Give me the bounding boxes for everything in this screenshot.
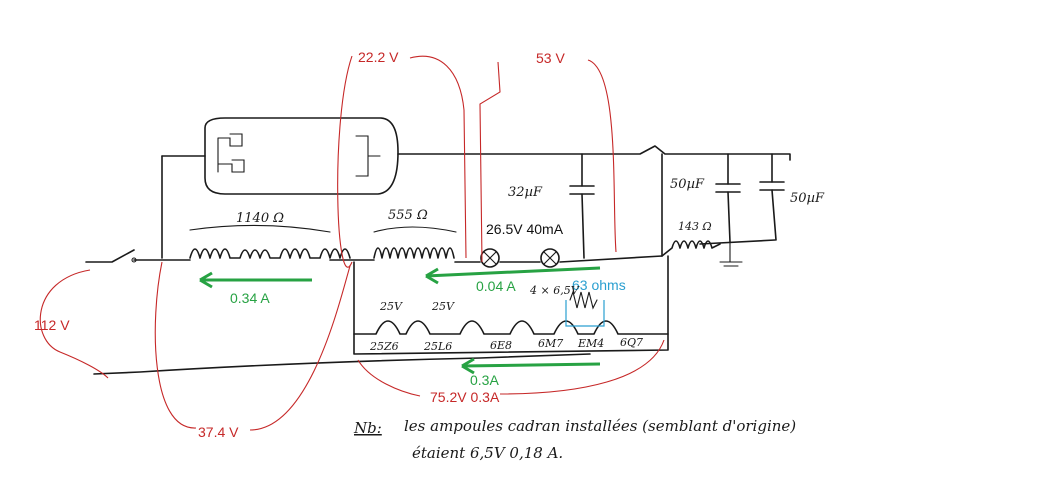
heater-string <box>353 255 669 355</box>
resistor-1140 <box>189 224 351 259</box>
tube-25l6: 25L6 <box>423 340 452 353</box>
top-supply-wire <box>161 145 791 259</box>
resistor-555 <box>373 226 457 259</box>
lamp-spec: 26.5V 40mA <box>486 221 564 237</box>
label-25v-b: 25V <box>431 300 455 313</box>
tube-6m7: 6M7 <box>538 337 563 350</box>
probe-loops <box>39 55 665 431</box>
capacitor-50uf-a <box>715 153 743 267</box>
switch[interactable] <box>85 249 137 263</box>
tube-25z6: 25Z6 <box>369 340 399 353</box>
voltage-75-2: 75.2V 0.3A <box>430 389 500 405</box>
bottom-return-wire <box>93 353 591 375</box>
label-1140-ohm: 1140 Ω <box>236 211 284 226</box>
capacitor-32uf <box>569 153 595 259</box>
voltage-112: 112 V <box>34 317 70 333</box>
current-0-34: 0.34 A <box>230 290 270 306</box>
label-143-ohm: 143 Ω <box>678 220 712 233</box>
ohms-label: 63 ohms <box>572 277 626 293</box>
resistor-143 <box>661 153 721 257</box>
voltage-53: 53 V <box>536 50 565 66</box>
label-25v-a: 25V <box>379 300 403 313</box>
main-horizontal-wire <box>133 239 776 263</box>
dial-lamp-2 <box>540 248 560 268</box>
capacitor-50uf-b <box>759 153 785 241</box>
voltage-37-4: 37.4 V <box>198 424 239 440</box>
note-line-2: étaient 6,5V 0,18 A. <box>412 444 563 462</box>
tube-em4: EM4 <box>577 337 604 350</box>
note-label: Nb: <box>353 419 382 437</box>
note-line-1: les ampoules cadran installées (semblant… <box>404 417 796 435</box>
label-4x-6-5v: 4 × 6,5V <box>529 284 580 297</box>
current-arrows <box>199 266 601 375</box>
label-555-ohm: 555 Ω <box>388 208 428 223</box>
current-0-3: 0.3A <box>470 372 499 388</box>
label-32uf: 32µF <box>508 185 543 200</box>
voltage-22-2: 22.2 V <box>358 49 399 65</box>
dial-lamp-1 <box>480 248 500 268</box>
tube-6q7: 6Q7 <box>620 336 643 349</box>
em4-highlight <box>565 300 605 327</box>
label-50uf-b: 50µF <box>790 191 825 206</box>
tube-6e8: 6E8 <box>490 339 512 352</box>
current-0-04: 0.04 A <box>476 278 516 294</box>
tube-envelope <box>204 117 399 195</box>
label-50uf-a: 50µF <box>670 177 705 192</box>
